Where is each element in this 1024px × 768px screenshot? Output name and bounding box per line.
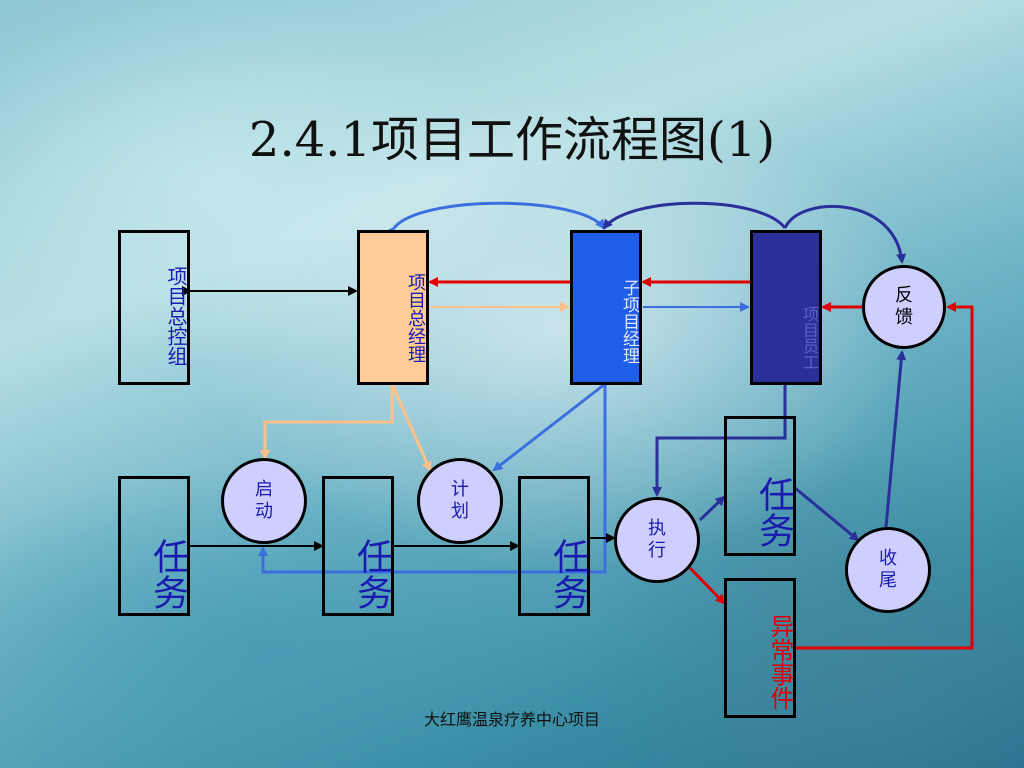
- arrow-close-feedback: [884, 350, 907, 528]
- arrow-subpm-plan: [492, 382, 606, 472]
- node-start: 启动: [221, 458, 307, 544]
- node-plan: 计划: [417, 458, 503, 544]
- node-task-3: 任务: [518, 476, 590, 616]
- node-feedback-label: 反馈: [895, 285, 913, 328]
- node-control-group: 项目总控组: [118, 230, 190, 385]
- arrow-staff-execute: [652, 384, 787, 497]
- node-exception: 异常事件: [724, 578, 796, 718]
- node-task-3-label: 任务: [547, 538, 588, 610]
- node-task-4: 任务: [724, 416, 796, 556]
- node-close-label: 收尾: [879, 548, 897, 591]
- node-start-label: 启动: [255, 479, 273, 522]
- arrow-subpm-start-loop: [258, 384, 607, 574]
- node-exception-label: 异常事件: [766, 614, 794, 710]
- node-task-2-label: 任务: [351, 538, 392, 610]
- node-sub-project-manager-label: 子项目经理: [619, 279, 639, 364]
- node-plan-label: 计划: [451, 479, 469, 522]
- node-project-staff-label: 项目员工: [800, 305, 819, 370]
- arc-staff-subpm: [602, 201, 787, 230]
- node-task-4-label: 任务: [753, 476, 794, 548]
- node-sub-project-manager: 子项目经理: [570, 230, 642, 385]
- arrow-execute-exception: [688, 566, 726, 605]
- node-task-1-label: 任务: [147, 538, 188, 610]
- node-project-manager-label: 项目总经理: [405, 272, 426, 363]
- arrow-pm-start: [260, 384, 394, 460]
- arrow-pm-plan: [390, 383, 432, 472]
- node-task-2: 任务: [322, 476, 394, 616]
- arrow-execute-task4: [698, 495, 726, 522]
- arrow-task4-close: [794, 486, 860, 542]
- node-feedback: 反馈: [862, 265, 946, 349]
- node-task-1: 任务: [118, 476, 190, 616]
- arrow-exception-feedback: [796, 302, 974, 650]
- node-control-group-label: 项目总控组: [164, 265, 188, 366]
- arc-staff-feedback: [783, 204, 907, 264]
- node-project-manager: 项目总经理: [357, 230, 429, 385]
- node-execute-label: 执行: [648, 518, 666, 561]
- footer-caption: 大红鹰温泉疗养中心项目: [423, 710, 600, 729]
- node-project-staff: 项目员工: [750, 230, 822, 385]
- page-title: 2.4.1项目工作流程图(1): [248, 112, 776, 168]
- node-close: 收尾: [845, 527, 931, 613]
- arc-pm-subpm: [385, 201, 606, 238]
- node-execute: 执行: [614, 497, 700, 583]
